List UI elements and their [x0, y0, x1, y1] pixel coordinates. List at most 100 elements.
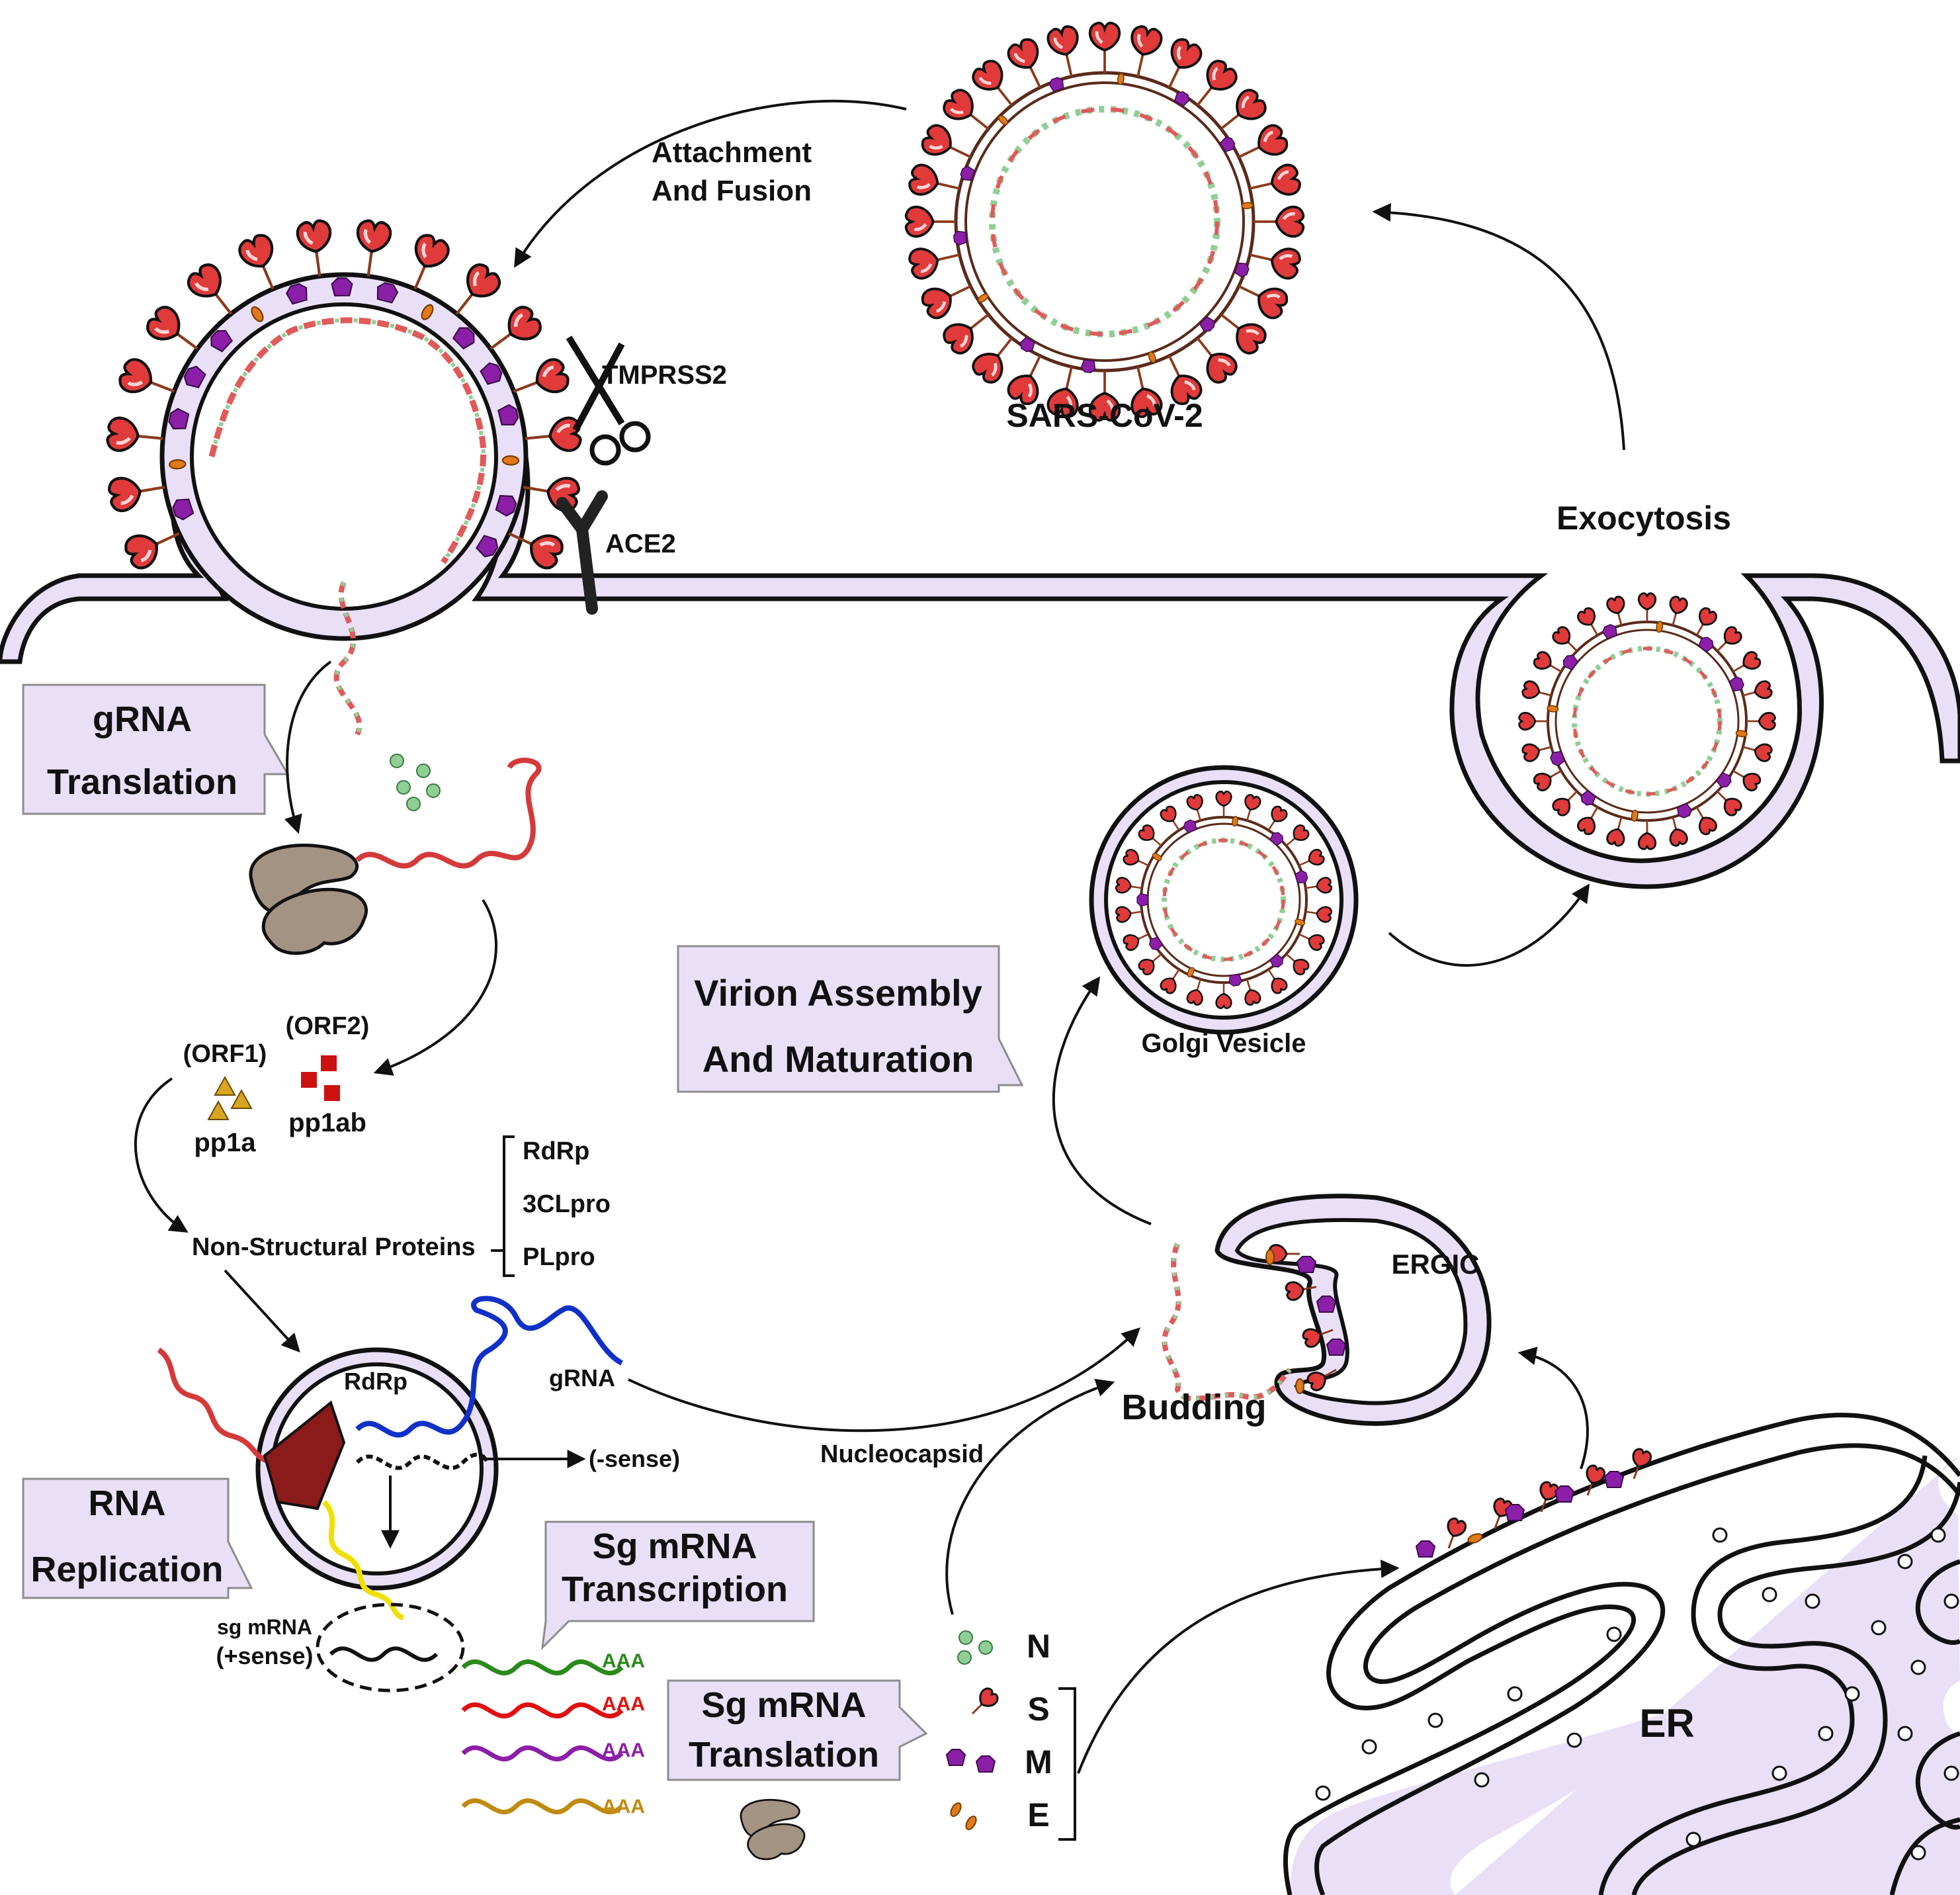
- m-protein: [996, 113, 1010, 127]
- callout-sgtx-line2: Transcription: [562, 1569, 788, 1609]
- m-protein: [1600, 622, 1619, 640]
- nsp-to-replication-arrow: [224, 1269, 300, 1353]
- ribosome-to-pp-arrow: [373, 899, 497, 1076]
- callout-virion-line1: Virion Assembly: [694, 972, 982, 1014]
- spike-protein: [1254, 207, 1303, 237]
- incoming-grna: [157, 1347, 278, 1465]
- spike-protein: [1710, 784, 1745, 819]
- sars-cov-2-virion: [906, 23, 1304, 421]
- attachment-arrow: [514, 99, 907, 268]
- attachment-label-2: And Fusion: [652, 175, 812, 207]
- spike-protein: [1605, 594, 1631, 629]
- exocytosis-label: Exocytosis: [1556, 500, 1731, 537]
- callout-sg-translation: Sg mRNA Translation: [667, 1679, 928, 1781]
- spike-protein: [908, 240, 962, 280]
- small-ribosome-icon: [740, 1798, 806, 1861]
- spike-protein: [352, 220, 392, 279]
- spike-protein: [1740, 679, 1774, 705]
- sme-bracket: [1058, 1687, 1076, 1841]
- spike-protein: [1637, 592, 1657, 623]
- released-grna: [333, 581, 362, 736]
- m-protein: [1197, 314, 1218, 335]
- spike-protein: [1518, 711, 1549, 731]
- yellow-rna: [321, 1500, 405, 1620]
- nucleocapsid-label: Nucleocapsid: [820, 1440, 984, 1468]
- blue-grna: [355, 1296, 624, 1438]
- 3clpro-label: 3CLpro: [523, 1190, 611, 1218]
- rdrp-enzyme-label: RdRp: [344, 1368, 407, 1395]
- pp1ab-label: pp1ab: [288, 1108, 366, 1137]
- spike-protein: [107, 417, 165, 455]
- m-protein: [1548, 749, 1566, 768]
- spike-protein: [1664, 814, 1689, 848]
- rdrp-list-label: RdRp: [523, 1137, 589, 1165]
- grna-to-ribosome-arrow: [284, 660, 332, 834]
- callout-rna-line1: RNA: [89, 1483, 166, 1523]
- m-label: M: [1025, 1743, 1052, 1781]
- aaa-gold: AAA: [602, 1796, 645, 1818]
- spike-protein: [1549, 784, 1584, 819]
- pp1a-label: pp1a: [194, 1128, 256, 1157]
- ergic-compartment: [1214, 1194, 1492, 1426]
- spike-protein: [1605, 814, 1631, 848]
- orf1-label: (ORF1): [183, 1040, 267, 1068]
- grna-label: gRNA: [549, 1364, 615, 1391]
- neg-sense-label: (-sense): [589, 1445, 680, 1472]
- m-protein: [1675, 802, 1694, 820]
- spike-protein: [1710, 623, 1745, 658]
- ace2-label: ACE2: [605, 529, 676, 558]
- callout-virion-line2: And Maturation: [703, 1038, 974, 1080]
- spike-protein: [1090, 23, 1120, 73]
- spike-protein: [906, 207, 956, 237]
- aaa-purple: AAA: [602, 1740, 645, 1761]
- nsp-label: Non-Structural Proteins: [192, 1233, 476, 1261]
- m-protein: [501, 455, 520, 466]
- spike-protein: [1246, 240, 1301, 280]
- n-to-budding-arrow: [945, 1378, 1115, 1615]
- spike-protein: [1664, 594, 1689, 629]
- endoplasmic-reticulum: [1283, 1413, 1960, 1895]
- rdrp-enzyme-icon: [263, 1400, 346, 1511]
- n-label: N: [1027, 1628, 1050, 1665]
- nucleocapsid-arrow: [628, 1327, 1141, 1432]
- spike-protein: [1520, 679, 1555, 705]
- neg-sense-rna: [355, 1452, 488, 1470]
- spike-protein: [1046, 24, 1086, 79]
- m-protein: [331, 277, 353, 297]
- m-protein-icon: [946, 1749, 996, 1773]
- spike-protein: [1740, 738, 1774, 764]
- orf2-label: (ORF2): [286, 1012, 370, 1040]
- callout-sg-transcription: Sg mRNA Transcription: [540, 1520, 815, 1651]
- aaa-green: AAA: [602, 1650, 645, 1672]
- callout-virion-assembly: Virion Assembly And Maturation: [677, 945, 1024, 1093]
- m-protein: [976, 292, 990, 304]
- golgi-label: Golgi Vesicle: [1141, 1029, 1306, 1058]
- exocytosis-virion: [1518, 592, 1776, 850]
- pp-to-nsp-arrow: [134, 1077, 189, 1233]
- nsp-bracket: [491, 1135, 515, 1277]
- spike-protein: [108, 471, 167, 513]
- spike-protein: [1123, 24, 1163, 79]
- exocytosis-arrow: [1372, 203, 1625, 451]
- golgi-vesicle: [1089, 765, 1359, 1035]
- sg-mrna-bubble: [316, 1603, 465, 1693]
- budding-nucleocapsid: [1162, 1243, 1292, 1401]
- spike-protein: [1246, 163, 1301, 202]
- pp1a-triangles-icon: [207, 1075, 253, 1120]
- spike-protein: [1637, 819, 1657, 850]
- sme-to-er-arrow: [1077, 1560, 1400, 1774]
- ace2-receptor-icon: [556, 490, 608, 615]
- callout-grna-translation: gRNA Translation: [22, 683, 290, 815]
- er-label: ER: [1639, 1701, 1694, 1745]
- sars-cov-2-label: SARS-CoV-2: [1006, 397, 1203, 434]
- s-protein-icon: [965, 1685, 1001, 1721]
- callout-rna-line2: Replication: [30, 1550, 223, 1589]
- e-label: E: [1027, 1796, 1049, 1833]
- callout-sgtx-line1: Sg mRNA: [592, 1526, 757, 1566]
- translating-rna: [355, 758, 542, 869]
- callout-sgtl-line2: Translation: [689, 1735, 879, 1775]
- er-to-ergic-arrow: [1517, 1346, 1589, 1470]
- scissors-icon: [566, 335, 651, 466]
- pos-sense-label: (+sense): [216, 1642, 313, 1669]
- n-protein-cluster: [390, 754, 441, 811]
